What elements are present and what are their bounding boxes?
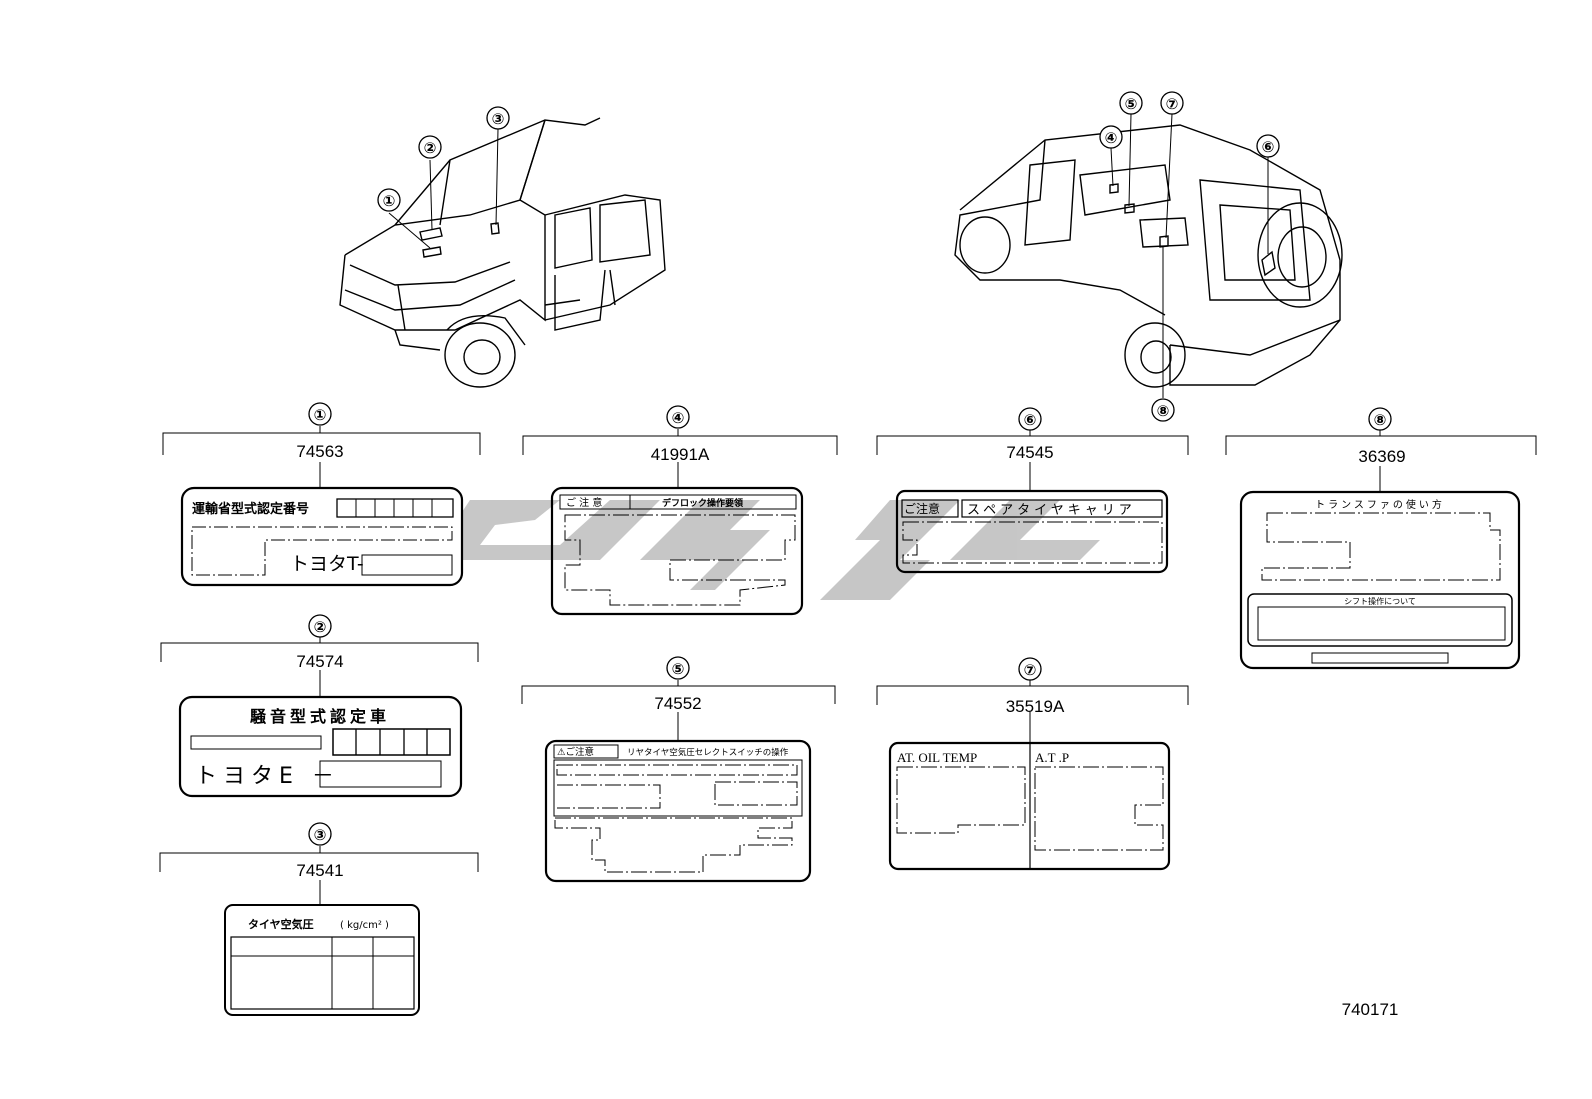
label-41991A-title: デフロック操作要領	[662, 497, 744, 509]
front-callouts: ① ② ③	[377, 106, 510, 212]
label-74552-title: リヤタイヤ空気圧セレクトスイッチの操作	[627, 747, 789, 758]
part-4-group	[522, 429, 838, 488]
part-1-number: 74563	[296, 442, 343, 461]
label-74541-unit: ( kg/cm² )	[340, 920, 389, 931]
callout-2-front: ②	[424, 139, 437, 157]
callout-3: ③	[314, 826, 327, 844]
callout-6-rear: ⑥	[1262, 138, 1275, 156]
part-3-number: 74541	[296, 861, 343, 880]
callout-5-rear: ⑤	[1125, 95, 1138, 113]
part-1-group	[162, 426, 481, 488]
label-74574-prefix: トヨタE －	[195, 764, 340, 789]
label-74563-prefix: トヨタT-	[290, 553, 364, 575]
label-74574-title: 騒音型式認定車	[249, 707, 390, 726]
label-74563-line1: 運輸省型式認定番号	[192, 501, 309, 517]
label-74574: 騒音型式認定車 トヨタE －	[178, 695, 463, 798]
diagram-id: 740171	[1342, 1000, 1399, 1019]
label-74541-title: タイヤ空気圧	[248, 917, 314, 931]
callout-8-rear: ⑧	[1157, 402, 1170, 420]
callout-1: ①	[314, 406, 327, 424]
label-36369: トランスファの使い方 シフト操作について	[1239, 490, 1521, 670]
callout-5: ⑤	[672, 660, 685, 678]
callout-6: ⑥	[1024, 411, 1037, 429]
label-74563: 運輸省型式認定番号 トヨタT-	[180, 486, 464, 587]
vehicle-front-view	[339, 117, 666, 388]
callout-1-front: ①	[383, 192, 396, 210]
part-8-group	[1225, 430, 1537, 492]
rear-callouts: ④ ⑤ ⑦ ⑥ ⑧	[1099, 91, 1280, 422]
label-74552-tag: ⚠ご注意	[557, 746, 594, 758]
label-74545-tag: ご注意	[904, 501, 940, 516]
label-35519A-left: AT. OIL TEMP	[897, 750, 977, 765]
part-8-number: 36369	[1358, 447, 1405, 466]
label-74545-title: スペアタイヤキャリア	[967, 503, 1136, 518]
callout-2: ②	[314, 618, 327, 636]
label-35519A: AT. OIL TEMP A.T .P	[888, 741, 1171, 871]
callout-3-front: ③	[492, 110, 505, 128]
label-74541: タイヤ空気圧 ( kg/cm² )	[224, 904, 420, 1016]
front-leaders	[388, 128, 499, 249]
part-2-number: 74574	[296, 652, 343, 671]
part-5-number: 74552	[654, 694, 701, 713]
part-6-number: 74545	[1006, 443, 1053, 462]
callout-4: ④	[672, 409, 685, 427]
label-35519A-right: A.T .P	[1035, 750, 1069, 765]
part-6-group	[876, 430, 1189, 491]
rear-leaders	[1110, 113, 1269, 398]
callout-7: ⑦	[1024, 661, 1037, 679]
part-3-group	[159, 846, 479, 905]
callout-4-rear: ④	[1105, 129, 1118, 147]
label-41991A: ご 注 意 デフロック操作要領	[550, 486, 804, 616]
part-4-number: 41991A	[651, 445, 710, 464]
label-74545: ご注意 スペアタイヤキャリア	[895, 489, 1169, 574]
label-36369-title: トランスファの使い方	[1315, 498, 1445, 511]
part-7-group	[876, 680, 1189, 743]
label-36369-sub: シフト操作について	[1344, 596, 1416, 606]
label-74552: ⚠ご注意 リヤタイヤ空気圧セレクトスイッチの操作	[544, 739, 812, 883]
callout-8: ⑧	[1374, 411, 1387, 429]
part-2-group	[160, 637, 479, 697]
vehicle-rear-view	[954, 124, 1343, 388]
part-5-group	[521, 680, 836, 741]
label-41991A-tag: ご 注 意	[566, 496, 602, 509]
callout-7-rear: ⑦	[1166, 95, 1179, 113]
part-7-number: 35519A	[1006, 697, 1065, 716]
